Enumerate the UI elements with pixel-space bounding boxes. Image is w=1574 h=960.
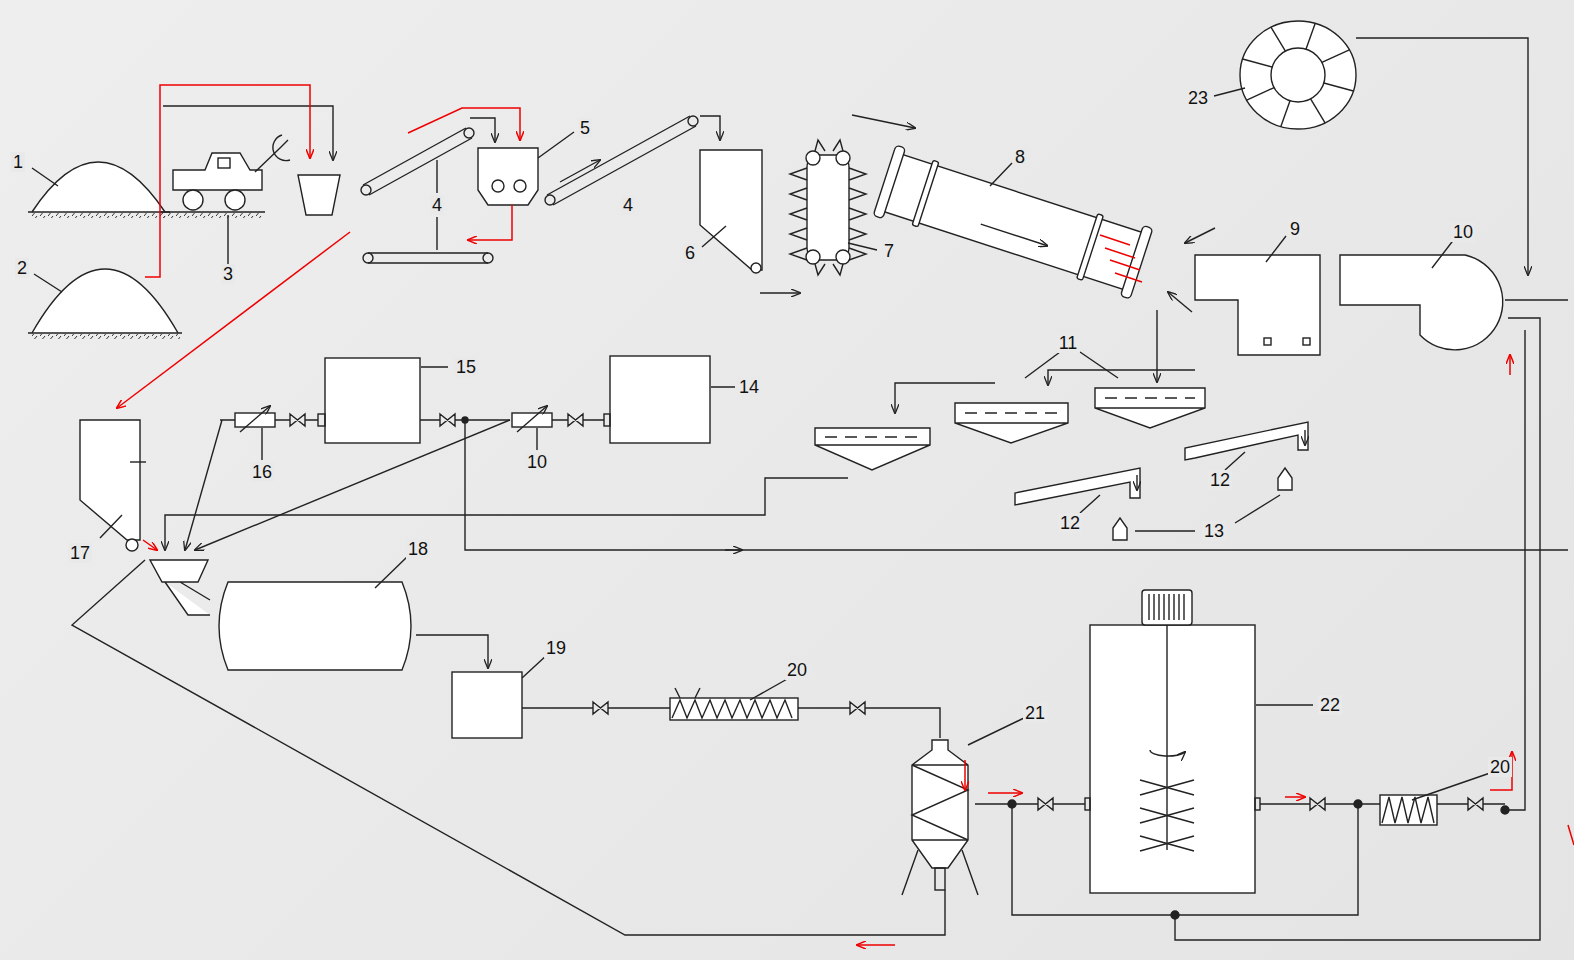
drawing-stroke [849, 248, 866, 260]
callout-number: 1 [11, 152, 25, 172]
drawing-stroke [790, 188, 807, 200]
callout-number: 13 [1202, 521, 1226, 541]
drawing-stroke [849, 208, 866, 220]
callout-number: 20 [1488, 757, 1512, 777]
callout-number: 10 [1451, 222, 1475, 242]
callout-number: 6 [683, 243, 697, 263]
drawing-stroke [1183, 594, 1184, 620]
callout-number: 16 [250, 462, 274, 482]
callout-number: 23 [1186, 88, 1210, 108]
callout-number: 2 [15, 258, 29, 278]
callout-number: 19 [544, 638, 568, 658]
drawing-stroke [790, 208, 807, 220]
callout-number: 4 [430, 195, 444, 215]
drawing-stroke [1382, 797, 1434, 823]
drawing-stroke [790, 228, 807, 240]
callout-number: 14 [737, 377, 761, 397]
drawing-stroke [1178, 594, 1179, 620]
callout-number: 4 [621, 195, 635, 215]
drawing-stroke [790, 248, 807, 260]
drawing-stroke [849, 168, 866, 180]
callout-number: 17 [68, 543, 92, 563]
drawing-stroke [1158, 594, 1159, 620]
callout-number: 5 [578, 118, 592, 138]
drawing-stroke [1306, 23, 1315, 49]
drawing-stroke [1243, 59, 1273, 67]
drawing-stroke [1281, 101, 1290, 127]
callout-number: 7 [882, 241, 896, 261]
callout-number: 8 [1013, 147, 1027, 167]
drawing-stroke [1271, 27, 1285, 51]
callout-number: 22 [1318, 695, 1342, 715]
callout-number: 3 [221, 264, 235, 284]
drawing-stroke [849, 228, 866, 240]
drawing-stroke [1168, 594, 1169, 620]
callout-number: 18 [406, 539, 430, 559]
callout-number: 20 [785, 660, 809, 680]
drawing-stroke [790, 168, 807, 180]
drawing-stroke [1311, 99, 1325, 123]
callout-number: 12 [1208, 470, 1232, 490]
callout-number: 11 [1057, 333, 1080, 353]
callout-number: 12 [1058, 513, 1082, 533]
callout-number: 21 [1023, 703, 1047, 723]
callout-number: 15 [454, 357, 478, 377]
callout-number: 9 [1288, 219, 1302, 239]
drawing-stroke [1173, 594, 1174, 620]
drawing-stroke [1247, 88, 1274, 101]
drawing-stroke [1163, 594, 1164, 620]
callout-number: 10 [525, 452, 549, 472]
drawing-stroke [1153, 594, 1154, 620]
drawing-stroke [1148, 594, 1149, 620]
drawing-stroke [849, 188, 866, 200]
drawing-stroke [815, 140, 843, 275]
drawing-stroke [1322, 50, 1349, 63]
drawing-stroke [1324, 83, 1354, 91]
drawing-stroke [672, 700, 792, 718]
